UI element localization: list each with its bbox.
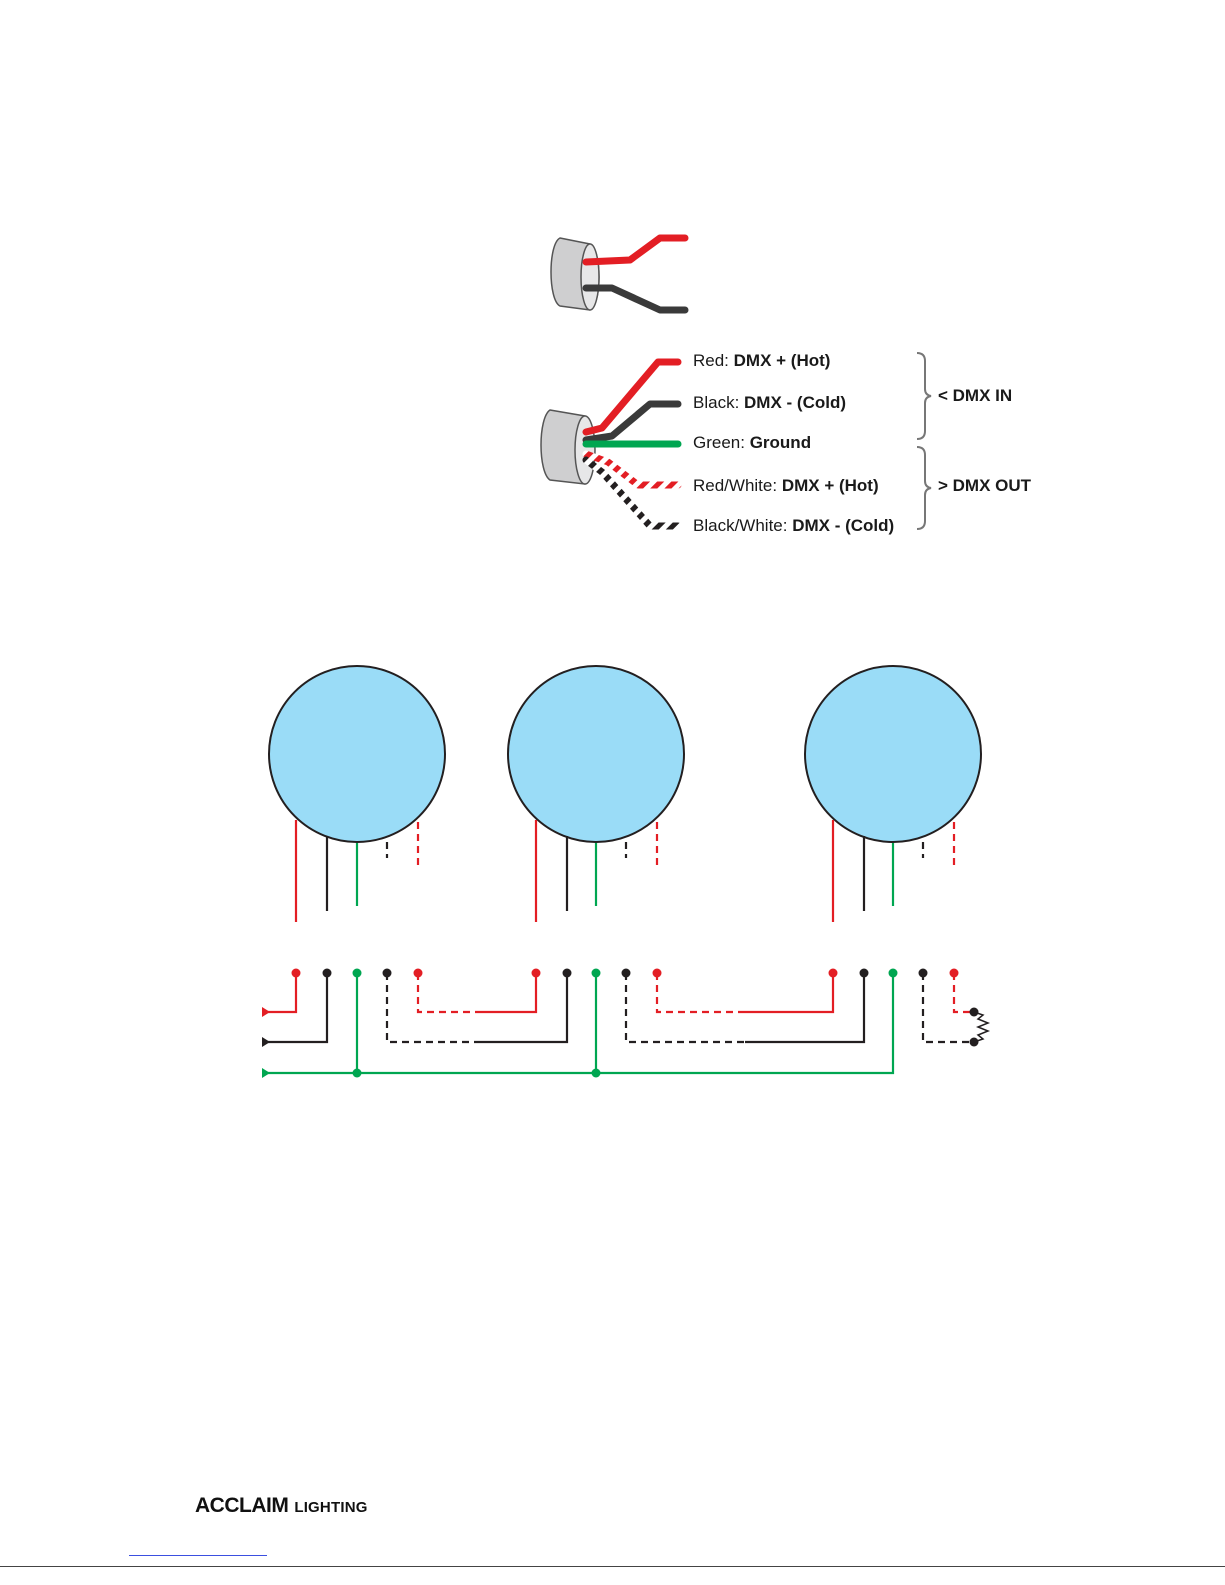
brand-logo: ACCLAIM LIGHTING xyxy=(195,1494,368,1518)
input-black-arrow-icon xyxy=(262,1037,270,1047)
footer-rule xyxy=(0,1566,1225,1567)
link-black-in xyxy=(477,973,567,1042)
link-red-out xyxy=(418,973,477,1012)
input-red-arrow-icon xyxy=(262,1007,270,1017)
fixture-2-icon xyxy=(508,666,684,842)
terminator-red-line xyxy=(954,973,974,1012)
fixture-1-icon xyxy=(269,666,445,842)
ground-junction xyxy=(592,1069,601,1078)
link-red-in xyxy=(745,973,833,1012)
brand-sub: LIGHTING xyxy=(294,1499,367,1516)
brand-main: ACCLAIM xyxy=(195,1494,288,1517)
link-black-out xyxy=(626,973,745,1042)
resistor-icon xyxy=(974,1012,988,1042)
ground-junction xyxy=(353,1069,362,1078)
input-red-line xyxy=(262,973,296,1012)
link-black-out xyxy=(387,973,477,1042)
input-black-line xyxy=(262,973,327,1042)
link-red-out xyxy=(657,973,745,1012)
terminator-black-line xyxy=(923,973,974,1042)
footer-link-underline xyxy=(129,1555,267,1556)
link-black-in xyxy=(745,973,864,1042)
link-red-in xyxy=(477,973,536,1012)
fixture-3-icon xyxy=(805,666,981,842)
